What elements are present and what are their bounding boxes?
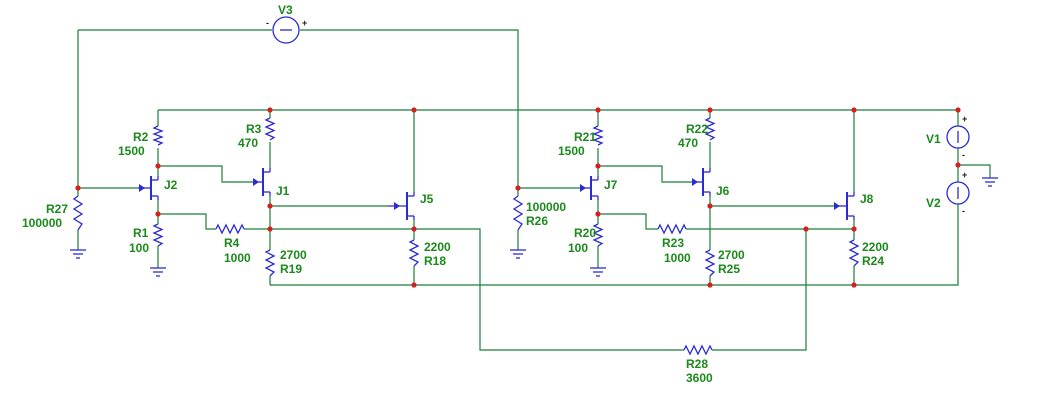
voltage-source-v2 xyxy=(946,181,970,205)
label-r2-value: 1500 xyxy=(118,144,145,158)
jfet-j1 xyxy=(253,168,271,196)
label-r27-value: 100000 xyxy=(22,216,62,230)
voltage-source-v1 xyxy=(946,125,970,149)
node-dots xyxy=(75,107,961,288)
voltage-source-v3 xyxy=(272,16,300,44)
label-r25-value: 2700 xyxy=(718,248,745,262)
resistor-r22 xyxy=(704,117,716,141)
label-r23-name: R23 xyxy=(662,236,684,250)
label-j7: J7 xyxy=(604,178,618,192)
label-r19-value: 2700 xyxy=(280,248,307,262)
polarity-v3-plus: + xyxy=(302,18,307,28)
label-r26-value: 100000 xyxy=(526,200,566,214)
label-r21-name: R21 xyxy=(574,130,596,144)
wires xyxy=(77,29,991,351)
label-r27-name: R27 xyxy=(46,202,68,216)
resistor-r19 xyxy=(264,249,276,277)
labels: V3 - + V1 + - V2 + - R2 1500 R3 470 J2 J… xyxy=(22,3,967,385)
resistor-r27 xyxy=(72,195,84,231)
jfet-j8 xyxy=(834,192,855,220)
resistor-r26 xyxy=(512,195,524,231)
label-r2-name: R2 xyxy=(133,130,149,144)
jfet-j2 xyxy=(138,176,159,200)
jfet-j7 xyxy=(580,176,599,200)
label-r20-value: 100 xyxy=(568,241,588,255)
label-r3-name: R3 xyxy=(246,122,262,136)
resistor-r18 xyxy=(408,239,420,267)
label-r1-name: R1 xyxy=(133,226,149,240)
ground-symbol-r1 xyxy=(150,267,166,277)
jfet-j6 xyxy=(692,168,711,196)
label-j1: J1 xyxy=(276,184,290,198)
resistor-r1 xyxy=(152,223,164,247)
polarity-v1-minus: - xyxy=(962,150,965,160)
label-r25-name: R25 xyxy=(718,262,740,276)
polarity-v3-minus: - xyxy=(266,18,269,28)
label-j8: J8 xyxy=(860,192,874,206)
polarity-v2-minus: - xyxy=(962,206,965,216)
ground-symbol-supply xyxy=(982,177,998,187)
label-r20-name: R20 xyxy=(574,226,596,240)
label-r22-value: 470 xyxy=(678,136,698,150)
label-v3: V3 xyxy=(278,3,293,17)
ground-symbol-r20 xyxy=(590,267,606,277)
label-r3-value: 470 xyxy=(238,136,258,150)
label-r21-value: 1500 xyxy=(558,144,585,158)
ground-symbol-r27 xyxy=(70,249,86,259)
resistor-r3 xyxy=(264,117,276,141)
resistor-r25 xyxy=(704,249,716,277)
resistor-r28 xyxy=(683,344,713,356)
label-j2: J2 xyxy=(164,178,178,192)
resistor-r20 xyxy=(592,223,604,247)
label-r19-name: R19 xyxy=(280,262,302,276)
label-r26-name: R26 xyxy=(526,214,548,228)
label-r18-name: R18 xyxy=(424,254,446,268)
resistor-r23 xyxy=(657,223,687,235)
label-j6: J6 xyxy=(716,184,730,198)
ground-symbol-r26 xyxy=(510,249,526,259)
resistor-r24 xyxy=(848,239,860,267)
label-r18-value: 2200 xyxy=(424,240,451,254)
jfet-j5 xyxy=(388,192,415,220)
label-r24-name: R24 xyxy=(862,254,884,268)
label-r4-name: R4 xyxy=(224,236,240,250)
polarity-v2-plus: + xyxy=(962,170,967,180)
label-r28-value: 3600 xyxy=(686,371,713,385)
label-r23-value: 1000 xyxy=(664,251,691,265)
resistor-r2 xyxy=(152,125,164,146)
label-r22-name: R22 xyxy=(686,122,708,136)
resistor-r4 xyxy=(215,223,245,235)
label-v2: V2 xyxy=(926,196,941,210)
polarity-v1-plus: + xyxy=(962,114,967,124)
label-r1-value: 100 xyxy=(129,241,149,255)
label-j5: J5 xyxy=(420,192,434,206)
resistor-r21 xyxy=(592,125,604,146)
label-v1: V1 xyxy=(926,132,941,146)
label-r4-value: 1000 xyxy=(224,251,251,265)
label-r28-name: R28 xyxy=(686,357,708,371)
label-r24-value: 2200 xyxy=(862,240,889,254)
